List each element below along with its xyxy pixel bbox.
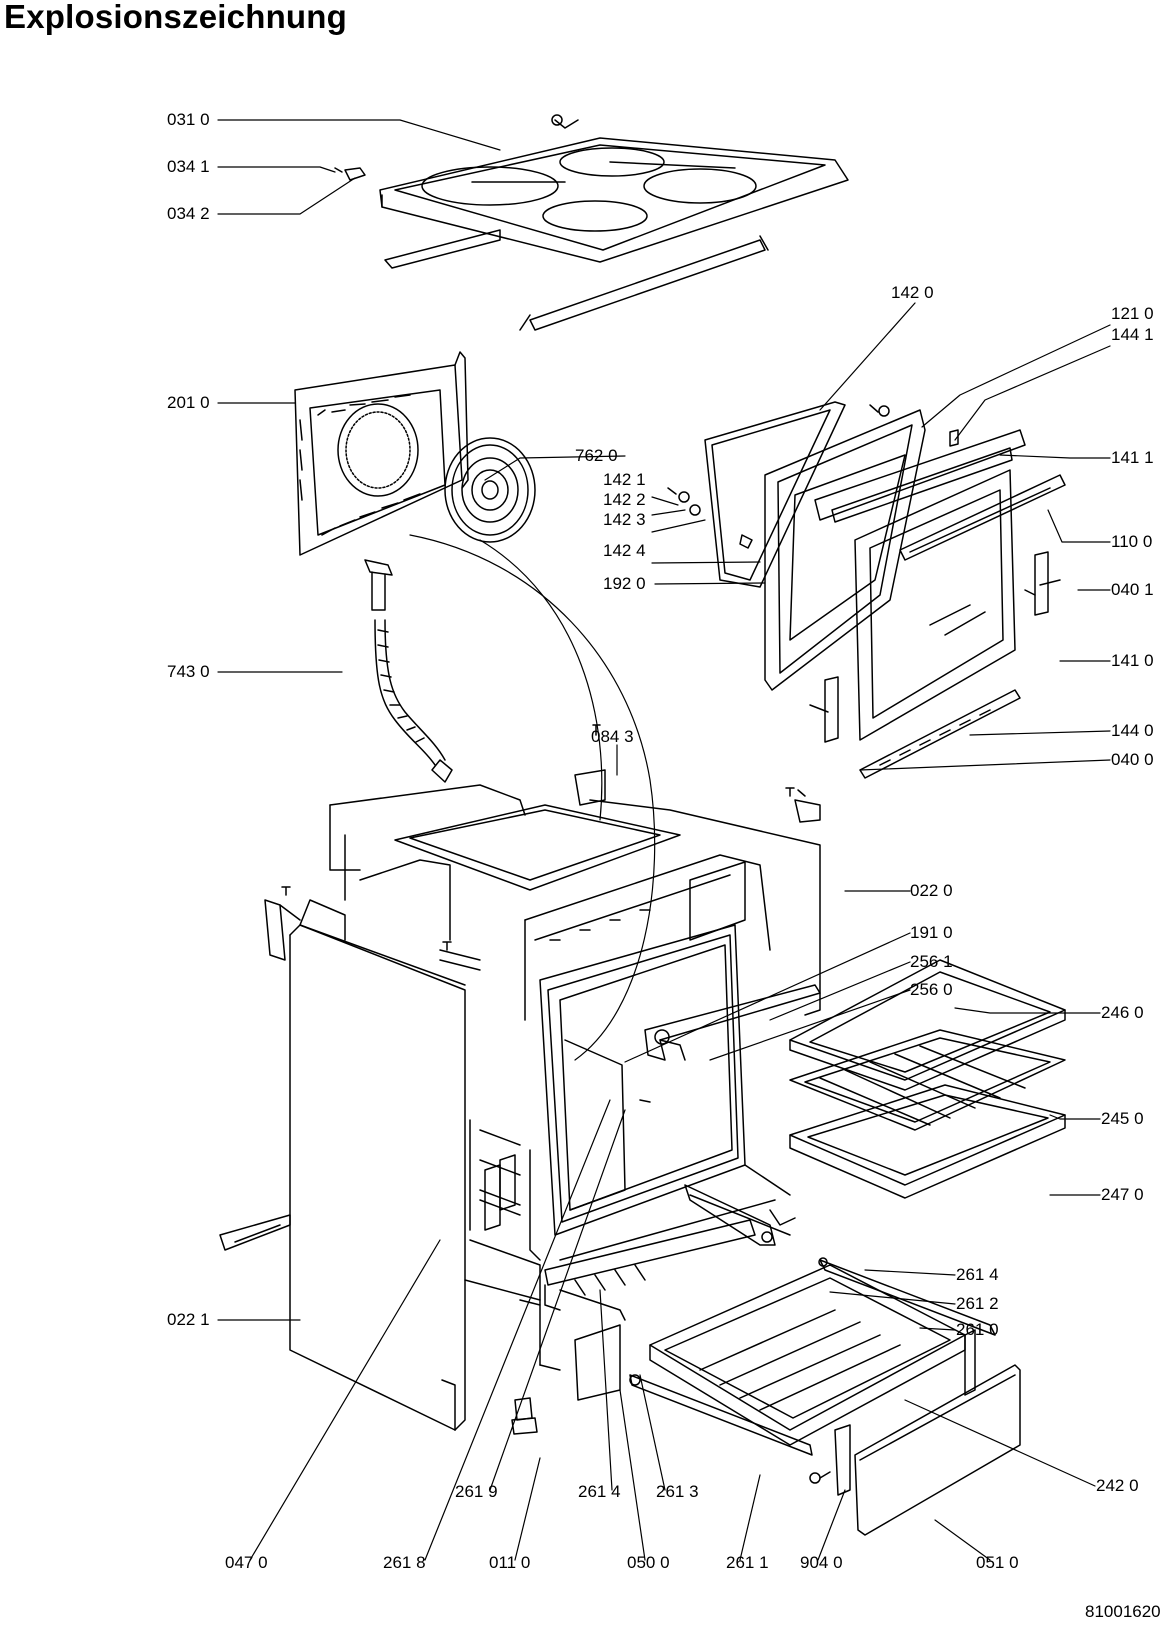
rack-supports xyxy=(639,984,821,1103)
part-label-142-1: 142 1 xyxy=(603,470,646,489)
part-label-904-0: 904 0 xyxy=(800,1553,843,1572)
part-label-201-0: 201 0 xyxy=(167,393,210,412)
front-foot-bracket xyxy=(219,1214,291,1251)
door-seal-192 xyxy=(704,401,846,588)
drip-pan-2470 xyxy=(789,1084,1066,1199)
document-number: 81001620 xyxy=(1085,1602,1161,1621)
part-label-034-2: 034 2 xyxy=(167,204,210,223)
oven-body xyxy=(299,769,821,1371)
fan-guard xyxy=(444,437,536,543)
part-label-247-0: 247 0 xyxy=(1101,1185,1144,1204)
part-label-743-0: 743 0 xyxy=(167,662,210,681)
side-vent xyxy=(484,1154,516,1231)
leader-lines xyxy=(217,119,1111,1561)
part-label-261-0: 261 0 xyxy=(956,1320,999,1339)
part-label-762-0: 762 0 xyxy=(575,446,618,465)
screw-9040 xyxy=(809,1471,831,1484)
part-label-011-0: 011 0 xyxy=(489,1553,531,1572)
drawer-rail-2611 xyxy=(629,1374,813,1456)
page-title: Explosionszeichnung xyxy=(4,0,348,35)
oven-rear-shield xyxy=(344,834,481,971)
part-label-191-0: 191 0 xyxy=(910,923,953,942)
part-label-031-0: 031 0 xyxy=(167,110,210,129)
part-label-040-1: 040 1 xyxy=(1111,580,1154,599)
part-label-121-0: 121 0 xyxy=(1111,304,1154,323)
inner-door-121 xyxy=(764,409,926,691)
part-label-192-0: 192 0 xyxy=(603,574,646,593)
part-label-144-1: 144 1 xyxy=(1111,325,1154,344)
outer-door-glass-1410 xyxy=(854,469,1016,741)
side-panel-0221 xyxy=(289,924,466,1431)
part-label-246-0: 246 0 xyxy=(1101,1003,1144,1022)
drawer-panel-0510 xyxy=(834,1329,1021,1536)
part-label-256-0: 256 0 xyxy=(910,980,953,999)
drawer-rail-2612 xyxy=(818,1257,996,1336)
door-strip-1440 xyxy=(859,689,1021,779)
part-label-050-0: 050 0 xyxy=(627,1553,670,1572)
cooktop-glass-panel xyxy=(334,114,849,263)
part-label-047-0: 047 0 xyxy=(225,1553,268,1572)
part-label-110-0: 110 0 xyxy=(1111,532,1153,551)
wire-rack-2450 xyxy=(789,1029,1066,1131)
small-screws xyxy=(281,724,795,951)
leader-curve-762 xyxy=(479,539,603,821)
part-label-141-1: 141 1 xyxy=(1111,448,1154,467)
door-hinges xyxy=(809,551,1061,743)
part-label-144-0: 144 0 xyxy=(1111,721,1154,740)
part-label-142-3: 142 3 xyxy=(603,510,646,529)
drawer-rail-2614 xyxy=(684,1184,776,1246)
part-label-040-0: 040 0 xyxy=(1111,750,1154,769)
part-label-261-3: 261 3 xyxy=(656,1482,699,1501)
part-label-022-0: 022 0 xyxy=(910,881,953,900)
part-label-142-4: 142 4 xyxy=(603,541,646,560)
part-label-256-1: 256 1 xyxy=(910,952,953,971)
door-screws xyxy=(667,404,959,549)
door-handle-1100 xyxy=(899,474,1066,561)
cooktop-brackets xyxy=(384,229,769,331)
part-label-142-0: 142 0 xyxy=(891,283,934,302)
part-label-242-0: 242 0 xyxy=(1096,1476,1139,1495)
part-label-022-1: 022 1 xyxy=(167,1310,210,1329)
door-frame-1411 xyxy=(814,429,1026,523)
part-label-261-9: 261 9 xyxy=(455,1482,498,1501)
part-label-142-2: 142 2 xyxy=(603,490,646,509)
part-label-034-1: 034 1 xyxy=(167,157,210,176)
leveling-foot-0110 xyxy=(511,1397,538,1435)
drawer-tray-2420 xyxy=(649,1264,966,1446)
part-label-141-0: 141 0 xyxy=(1111,651,1154,670)
part-label-261-2: 261 2 xyxy=(956,1294,999,1313)
vent-hose xyxy=(364,559,453,783)
leader-curve-191 xyxy=(409,534,656,1061)
part-label-051-0: 051 0 xyxy=(976,1553,1019,1572)
drawer-front-0500 xyxy=(544,1219,756,1401)
part-label-084-3: 084 3 xyxy=(591,727,634,746)
part-label-245-0: 245 0 xyxy=(1101,1109,1144,1128)
side-brackets xyxy=(264,789,821,961)
part-label-261-8: 261 8 xyxy=(383,1553,426,1572)
baking-tray-2460 xyxy=(789,959,1066,1091)
rear-wall-panel xyxy=(294,351,469,556)
part-label-261-4-right: 261 4 xyxy=(956,1265,999,1284)
part-label-261-4-bottom: 261 4 xyxy=(578,1482,621,1501)
part-label-261-1: 261 1 xyxy=(726,1553,769,1572)
